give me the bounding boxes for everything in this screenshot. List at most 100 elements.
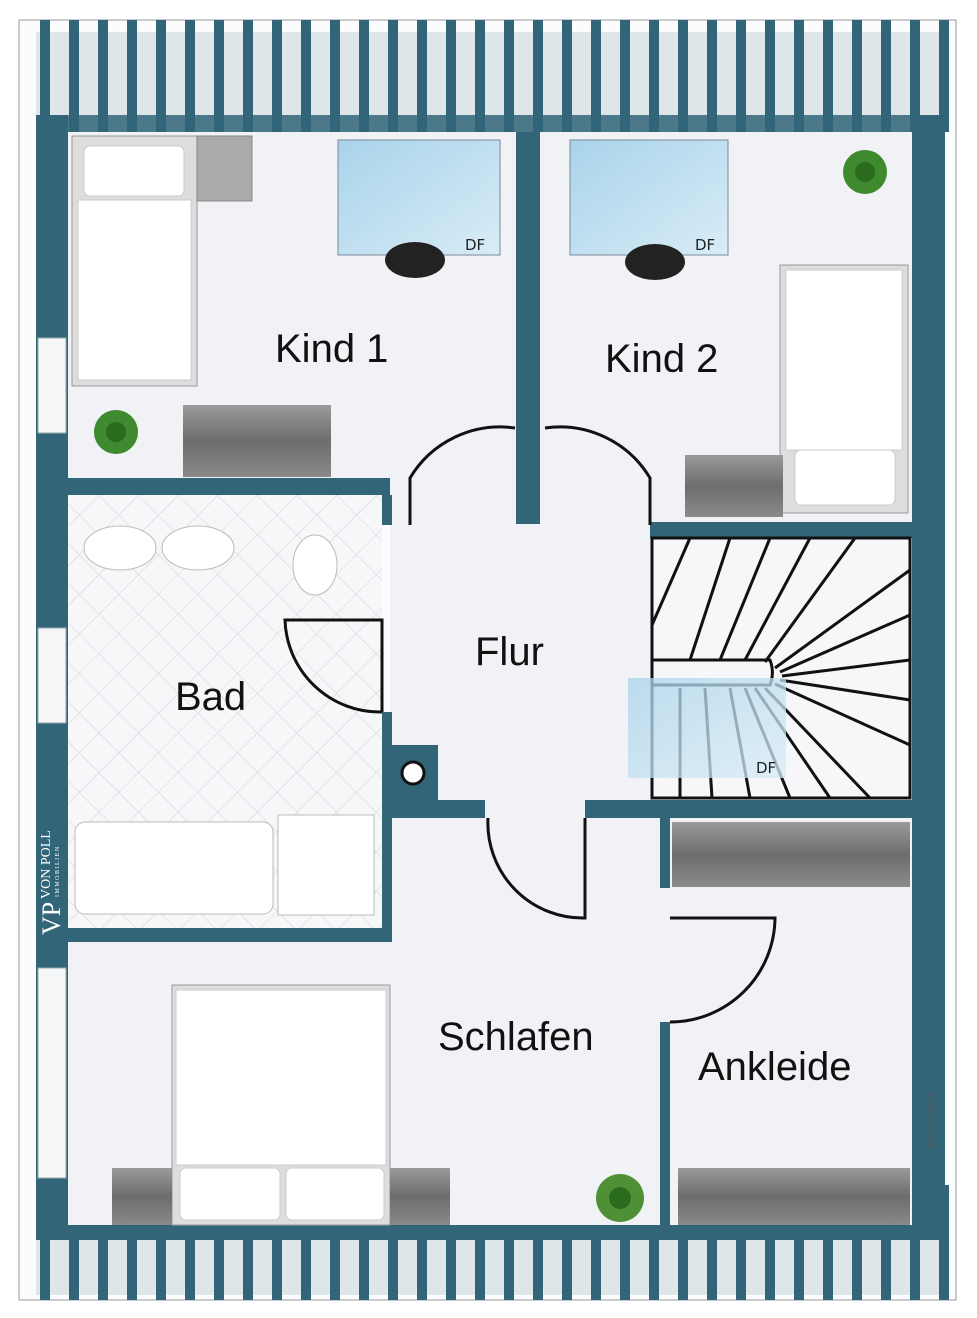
roof-stripe xyxy=(504,1185,514,1300)
stair-tread xyxy=(779,613,911,674)
roof-stripe xyxy=(620,20,630,132)
roof-stripe xyxy=(765,20,775,132)
roof-stripe xyxy=(910,20,920,132)
roof-stripe xyxy=(98,20,108,132)
roof-stripe xyxy=(823,20,833,132)
roof-stripe xyxy=(591,20,601,132)
roof-stripe xyxy=(939,1185,949,1300)
roof-stripe xyxy=(98,1185,108,1300)
desk-kind1 xyxy=(337,139,501,256)
sinks xyxy=(83,525,235,571)
stair-tread xyxy=(763,537,857,663)
roof-stripe xyxy=(707,20,717,132)
roof-stripe xyxy=(40,1185,50,1300)
roof-stripe xyxy=(823,1185,833,1300)
skylight-label-kind2: DF xyxy=(695,236,715,254)
roof-stripe xyxy=(765,1185,775,1300)
roof-stripe xyxy=(69,1185,79,1300)
room-label-ankleide: Ankleide xyxy=(698,1045,851,1089)
roof-stripe xyxy=(794,20,804,132)
von-poll-logo: VP VON POLL IMMOBILIEN xyxy=(37,830,66,935)
roof-stripe xyxy=(127,1185,137,1300)
stair-tread xyxy=(779,678,911,702)
door-swings xyxy=(283,425,777,1024)
bed-double xyxy=(171,984,391,1226)
roof-stripe xyxy=(910,1185,920,1300)
roof-stripe xyxy=(446,20,456,132)
roof-stripe xyxy=(881,1185,891,1300)
roof-stripe xyxy=(562,1185,572,1300)
windows xyxy=(37,337,67,1179)
roof-stripe xyxy=(881,20,891,132)
roof-stripe xyxy=(272,1185,282,1300)
roof-stripe xyxy=(214,1185,224,1300)
roof-stripe xyxy=(475,20,485,132)
roof-stripe xyxy=(678,20,688,132)
roof-stripe xyxy=(533,1185,543,1300)
room-label-kind2: Kind 2 xyxy=(605,337,718,381)
nightstand-kind1 xyxy=(196,135,253,202)
skylight-label-stairs: DF xyxy=(756,759,776,777)
roof-stripe xyxy=(214,20,224,132)
roof-stripe xyxy=(156,20,166,132)
nightstand-right xyxy=(390,1168,450,1225)
roof-stripe xyxy=(939,20,949,132)
bed-kind1 xyxy=(71,135,198,387)
wardrobe-top xyxy=(672,822,910,887)
roof-stripe xyxy=(359,1185,369,1300)
plant-icon xyxy=(94,410,138,454)
roof-stripe xyxy=(562,20,572,132)
plant-icon xyxy=(843,150,887,194)
roof-stripe xyxy=(185,20,195,132)
roof-stripes-top xyxy=(40,20,949,132)
room-label-bad: Bad xyxy=(175,675,246,719)
roof-stripe xyxy=(330,1185,340,1300)
nightstand-left xyxy=(112,1168,172,1225)
stair-tread xyxy=(781,658,911,678)
stair-tread xyxy=(774,682,911,747)
roof-stripe xyxy=(359,20,369,132)
roof-stripe xyxy=(301,1185,311,1300)
roof-stripe xyxy=(417,20,427,132)
roof-stripe xyxy=(678,1185,688,1300)
roof-stripe xyxy=(736,1185,746,1300)
svg-text:VP: VP xyxy=(37,902,66,935)
roof-stripe xyxy=(794,1185,804,1300)
room-label-flur: Flur xyxy=(475,630,544,674)
roof-stripe xyxy=(591,1185,601,1300)
roof-stripe xyxy=(533,20,543,132)
skylight-stairs xyxy=(628,678,786,778)
roof-stripe xyxy=(649,1185,659,1300)
bathtub xyxy=(74,821,274,915)
roof-stripe xyxy=(301,20,311,132)
roof-stripe xyxy=(40,20,50,132)
roof-stripe xyxy=(388,1185,398,1300)
toilet xyxy=(292,534,338,596)
dresser-kind1 xyxy=(183,405,331,477)
chimney-shaft xyxy=(400,760,426,786)
roof-stripes-bottom xyxy=(40,1185,949,1300)
roof-stripe xyxy=(417,1185,427,1300)
roof-stripe xyxy=(243,20,253,132)
shower xyxy=(277,814,375,916)
roof-stripe xyxy=(620,1185,630,1300)
roof-stripe xyxy=(852,20,862,132)
roof-stripe xyxy=(475,1185,485,1300)
roof-stripe xyxy=(707,1185,717,1300)
roof-stripe xyxy=(156,1185,166,1300)
skylight-label-kind1: DF xyxy=(465,236,485,254)
room-label-kind1: Kind 1 xyxy=(275,327,388,371)
wardrobe-bottom xyxy=(678,1168,910,1225)
credit-mcgrundriss: McGrundriss xyxy=(926,1091,937,1148)
roof-stripe xyxy=(243,1185,253,1300)
roof-stripe xyxy=(504,20,514,132)
stair-tread xyxy=(718,537,772,661)
roof-stripe xyxy=(736,20,746,132)
chair-kind2 xyxy=(625,244,685,280)
stair-tread xyxy=(743,537,812,661)
stair-tread xyxy=(650,537,692,626)
nightstand-kind2 xyxy=(685,455,783,517)
stair-tread xyxy=(774,568,911,670)
plant-icon xyxy=(596,1174,644,1222)
